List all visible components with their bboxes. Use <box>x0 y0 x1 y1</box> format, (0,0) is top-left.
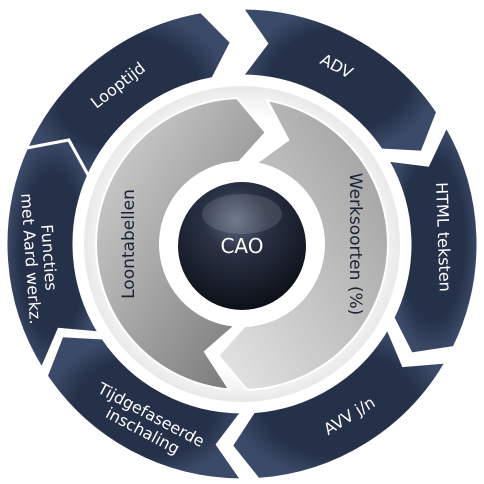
inner-arcs: Loontabellen Werksoorten (%) <box>95 97 389 391</box>
center-label: CAO <box>220 234 263 258</box>
center-highlight <box>202 194 282 234</box>
segment-functies-label-line: Functies <box>37 224 61 291</box>
center-circle[interactable] <box>178 182 306 310</box>
arc-loontabellen-label: Loontabellen <box>119 189 139 299</box>
segment-avv[interactable] <box>229 324 450 481</box>
segment-html-teksten-label: HTML teksten <box>432 182 455 292</box>
segment-html-teksten[interactable] <box>384 122 480 356</box>
arc-werksoorten[interactable] <box>216 98 389 391</box>
segment-looptijd[interactable] <box>23 9 234 180</box>
segment-html-teksten-label-line: HTML teksten <box>432 182 455 292</box>
segment-tijdgefaseerde-inschaling[interactable] <box>44 334 246 482</box>
arc-werksoorten-label: Werksoorten (%) <box>345 173 365 315</box>
arc-loontabellen[interactable] <box>95 97 268 391</box>
segment-adv[interactable] <box>238 6 440 154</box>
